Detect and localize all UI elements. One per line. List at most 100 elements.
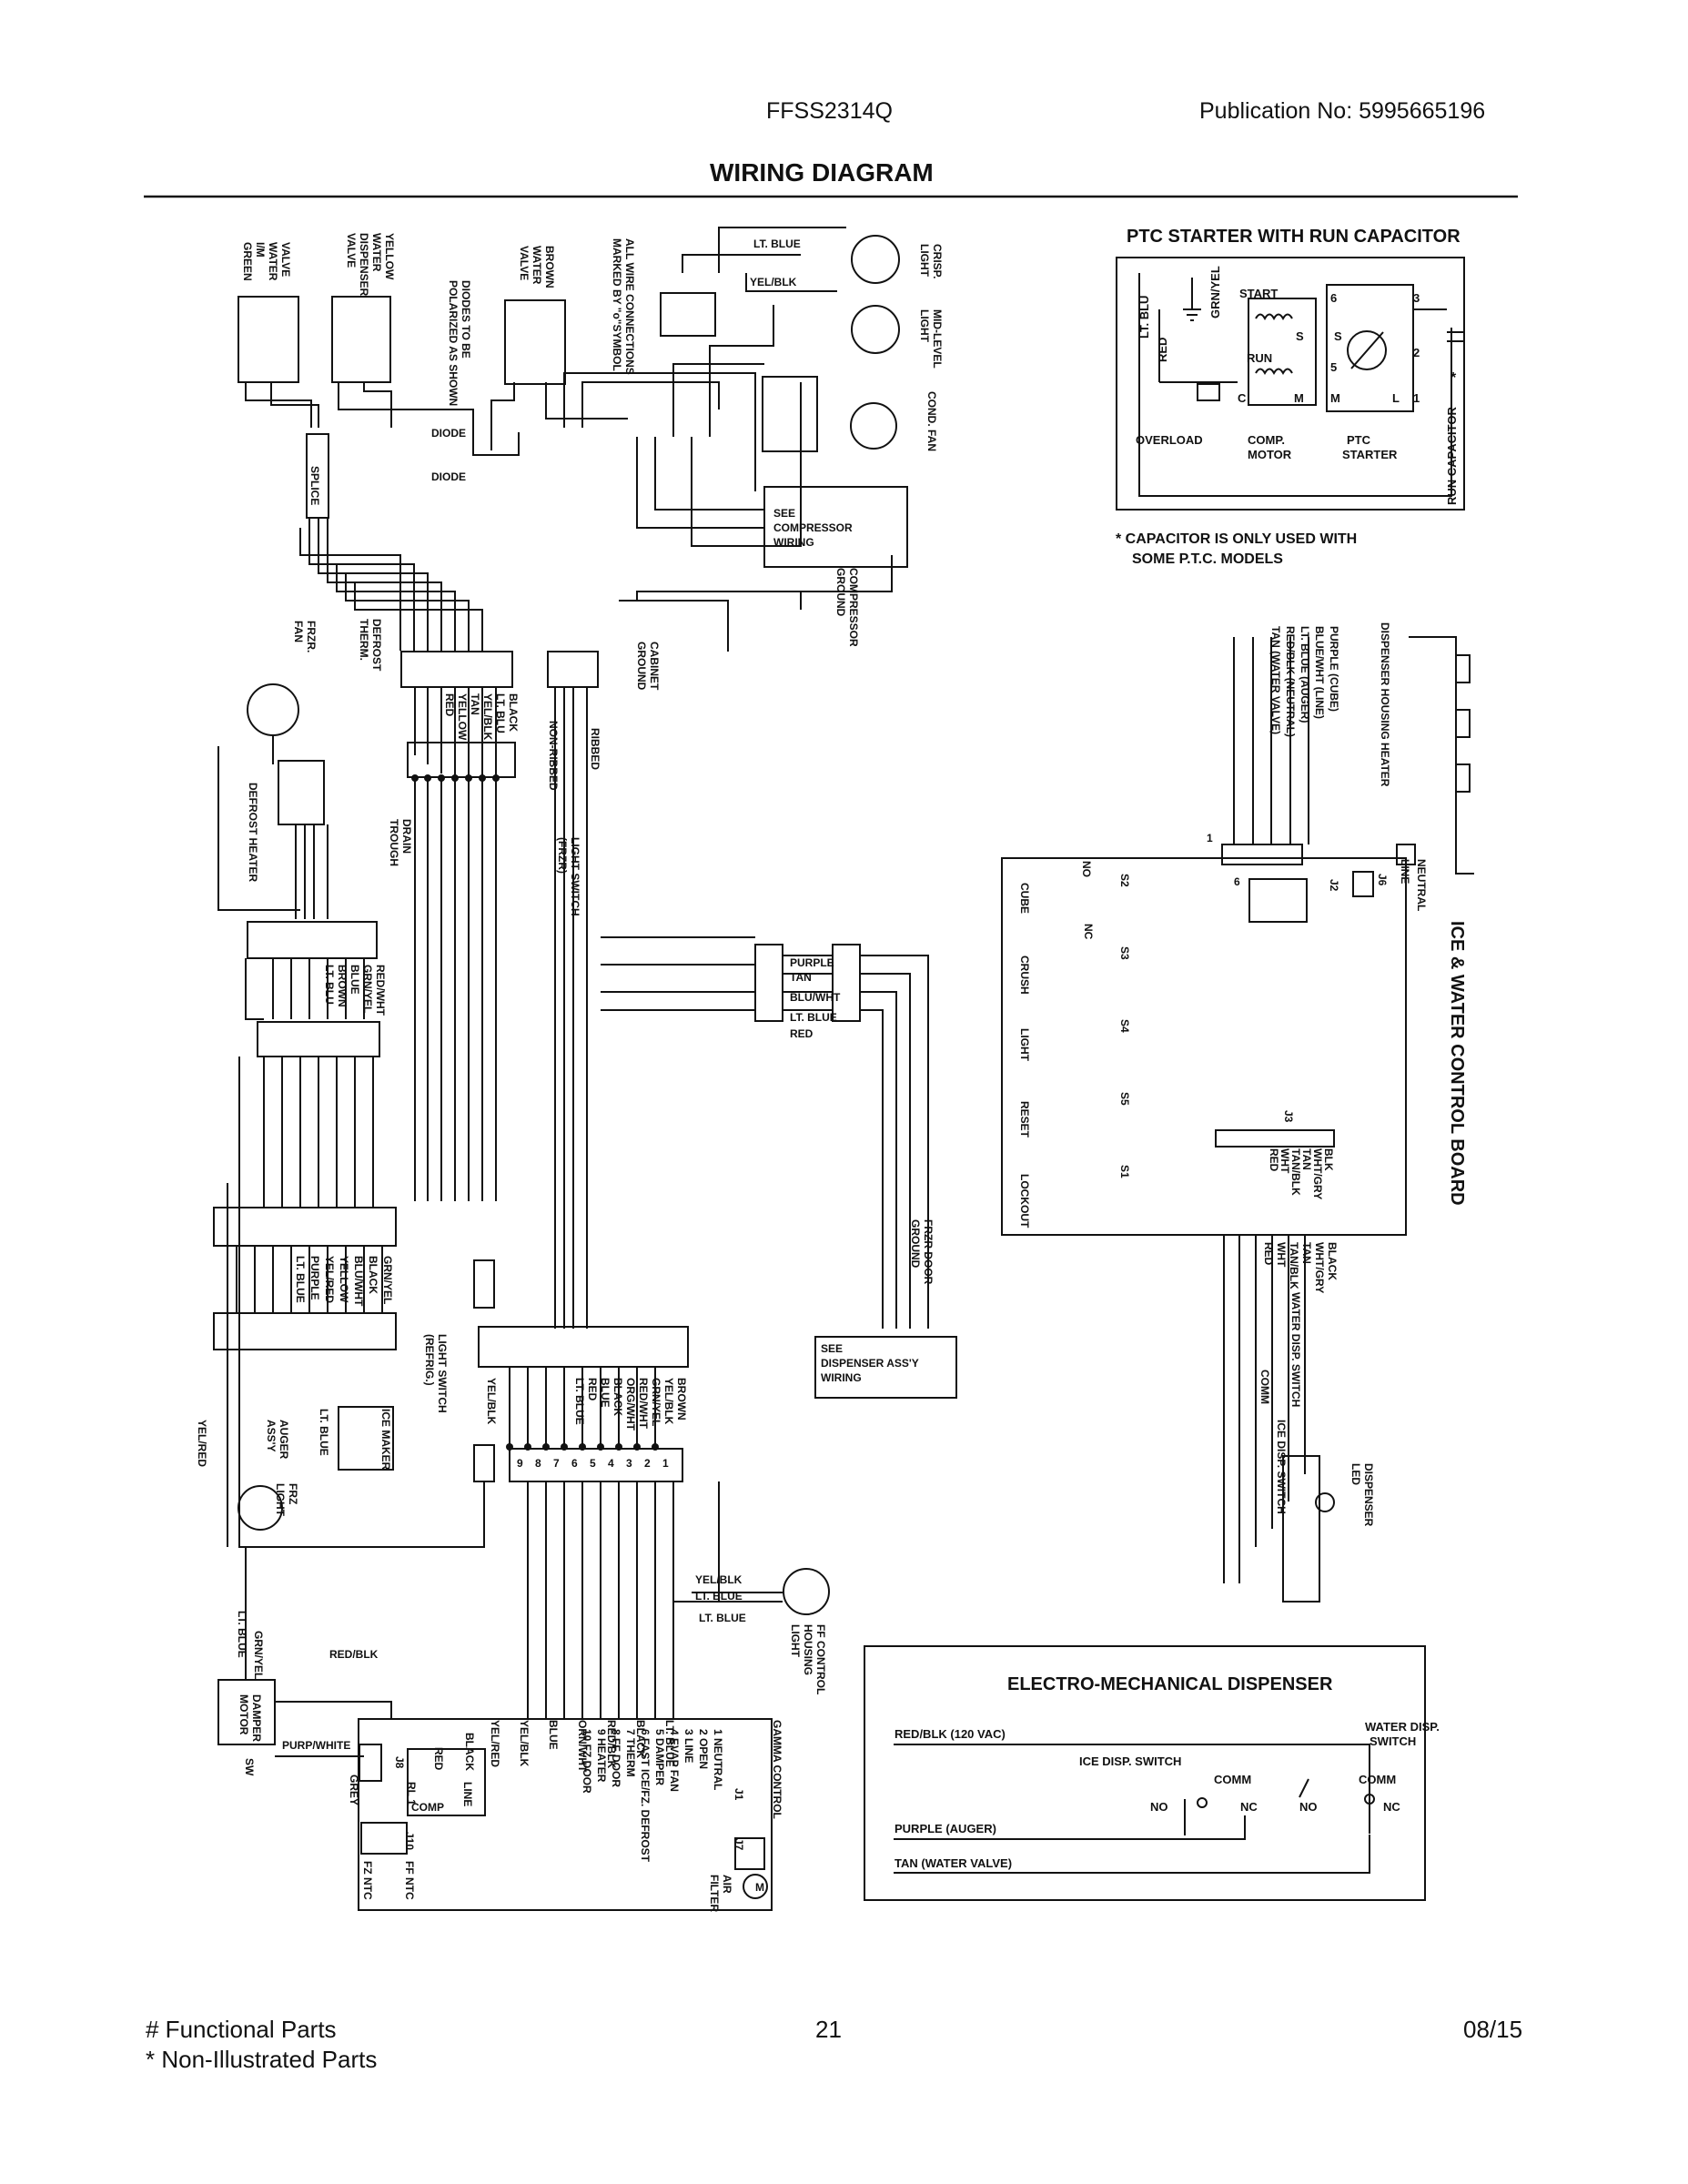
- left-labels-diodes-0-label: DIODES TO BE: [460, 280, 472, 359]
- control-board-switches-3-id-label: S5: [1118, 1092, 1131, 1106]
- left-labels-gamma-pins-7-label: 8 FF DOOR: [610, 1729, 622, 1787]
- left-labels-conn4-wires-2-label: GRN/YEL: [650, 1378, 662, 1426]
- electro-nc-label: NC: [1240, 1800, 1258, 1814]
- left-labels-mid-wires-3-label: LT. BLUE: [790, 1011, 837, 1024]
- left-labels-ff-ntc-label: FF NTC: [403, 1861, 416, 1900]
- left-labels-brown-valve-1-label: WATER: [531, 246, 543, 285]
- left-labels-line-label: LINE: [461, 1782, 474, 1806]
- control-board-out-wires-2-label: TAN: [1300, 1242, 1313, 1264]
- left-labels-see-dispenser-1-label: DISPENSER ASS'Y: [821, 1357, 919, 1370]
- control-board-line-label: LINE: [1399, 859, 1411, 884]
- left-labels-gamma-pins-8-label: 9 HEATER: [595, 1729, 608, 1783]
- ptc-panel-labels-run-cap-label: RUN CAPACITOR: [1445, 407, 1459, 505]
- ptc-panel-labels-t1-label: 1: [1413, 391, 1420, 405]
- control-board-switches-2-name-label: LIGHT: [1018, 1028, 1031, 1062]
- left-labels-gamma-pins-3-label: 4 EVAP FAN: [668, 1729, 681, 1792]
- control-board-j6-label: J6: [1376, 874, 1389, 886]
- left-labels-ice-maker-label: ICE MAKER: [379, 1409, 392, 1471]
- left-labels-conn1-wires-1-label: LT. BLU: [494, 693, 507, 733]
- left-labels-pins-4-label: 5: [590, 1457, 596, 1470]
- ptc-panel-labels-c-label: C: [1238, 391, 1247, 405]
- left-labels-brown-valve-2-label: VALVE: [518, 246, 531, 280]
- left-labels-frzr-door-ground-0-label: FRZR DOOR: [922, 1219, 935, 1285]
- control-board-j3-wires-2-label: TAN: [1300, 1148, 1313, 1170]
- left-labels-pins-5-label: 4: [608, 1457, 614, 1470]
- left-labels-j10-label: J10: [403, 1832, 416, 1850]
- left-labels-conn3-wires-2-label: BLU/WHT: [352, 1256, 365, 1307]
- left-labels-all-wire-0-label: ALL WIRE CONNECTIONS: [623, 238, 636, 375]
- ptc-panel-labels-s1-label: S: [1296, 329, 1304, 343]
- left-labels-green-valve-1-label: I/M: [254, 242, 267, 258]
- control-board-one-label: 1: [1207, 832, 1213, 844]
- ptc-panel-labels-ptc-1-label: PTC: [1347, 433, 1371, 447]
- left-labels-frz-light-1-label: LIGHT: [274, 1483, 287, 1517]
- control-board-neutral-label: NEUTRAL: [1415, 859, 1428, 911]
- left-labels-damper-1-label: MOTOR: [238, 1694, 250, 1735]
- left-labels-diodes-1-label: POLARIZED AS SHOWN: [447, 280, 460, 406]
- control-board-switches-1-name-label: CRUSH: [1018, 956, 1031, 995]
- left-labels-lt-blue5-label: LT. BLUE: [236, 1611, 248, 1658]
- electro-no-label: NO: [1299, 1800, 1318, 1814]
- left-labels-gamma-pins-5-label: 6 FAST ICE/FZ. DEFROST: [639, 1729, 652, 1863]
- left-labels-see-dispenser-0-label: SEE: [821, 1342, 843, 1355]
- left-labels-gamma-label: GAMMA CONTROL: [771, 1720, 783, 1819]
- ptc-panel-labels-t6-label: 6: [1330, 291, 1337, 305]
- left-labels-pins-1-label: 8: [535, 1457, 541, 1470]
- left-labels-gamma-pins-4-label: 5 DAMPER: [653, 1729, 666, 1785]
- left-labels-j1-label: J1: [733, 1788, 745, 1801]
- left-labels-mid-wires-1-label: TAN: [790, 971, 812, 984]
- left-labels-green-valve-2-label: WATER: [267, 242, 279, 281]
- electro-panel-frame: [864, 1645, 1426, 1901]
- left-labels-conn4-wires-1-label: YEL/BLK: [662, 1378, 675, 1425]
- control-board-wires-1-label: BLUE/WHT (LINE): [1313, 626, 1326, 719]
- left-labels-gamma-wire-cols-2-label: RED/BLK: [605, 1720, 618, 1769]
- left-labels-yellow-valve-3-label: VALVE: [345, 233, 358, 268]
- left-labels-air-filter-1-label: FILTER: [708, 1875, 721, 1912]
- left-labels-lb3-label: LT. BLUE: [695, 1590, 743, 1603]
- left-labels-conn4-wires-8-label: LT. BLUE: [573, 1378, 586, 1425]
- electro-water-disp-1-label: SWITCH: [1370, 1734, 1416, 1748]
- left-labels-ff-light-1-label: HOUSING: [802, 1624, 814, 1675]
- left-labels-frz-light-0-label: FRZ: [287, 1483, 299, 1504]
- control-board-wires-4-label: TAN (WATER VALVE): [1269, 626, 1282, 734]
- left-labels-pins-7-label: 2: [644, 1457, 651, 1470]
- ptc-panel-labels-l-label: L: [1392, 391, 1400, 405]
- left-labels-conn3-wires-0-label: GRN/YEL: [381, 1256, 394, 1304]
- control-board-comm-label: COMM: [1258, 1370, 1271, 1404]
- control-board-switches-4-name-label: LOCKOUT: [1018, 1174, 1031, 1228]
- control-board-ice-switch-label: ICE DISP. SWITCH: [1275, 1420, 1288, 1514]
- left-labels-yellow-valve-2-label: DISPENSER: [358, 233, 370, 297]
- left-labels-cond-fan-label: COND. FAN: [925, 391, 938, 451]
- ptc-panel-labels-lt-blu-label: LT. BLU: [1137, 296, 1151, 339]
- control-board-switches-1-id-label: S3: [1118, 946, 1131, 960]
- control-board-no-label: NO: [1080, 861, 1093, 877]
- left-labels-conn4-wires-4-label: ORG/WHT: [624, 1378, 637, 1431]
- control-board-six-label: 6: [1234, 875, 1240, 888]
- control-board-j3-wires-3-label: TAN/BLK: [1289, 1148, 1302, 1196]
- left-labels-frzr-door-ground-1-label: GROUND: [909, 1219, 922, 1269]
- ptc-panel-labels-red-label: RED: [1156, 338, 1169, 362]
- ptc-panel-labels-comp-motor-2-label: MOTOR: [1248, 448, 1292, 461]
- electro-red-blk-label: RED/BLK (120 VAC): [895, 1727, 1006, 1741]
- control-board-j2-label: J2: [1328, 879, 1340, 892]
- left-labels-sw-label: SW: [243, 1758, 256, 1776]
- left-labels-gamma-pins-2-label: 3 LINE: [682, 1729, 695, 1763]
- left-labels-conn1-wires-0-label: BLACK: [507, 693, 520, 732]
- control-board-title: ICE & WATER CONTROL BOARD: [1447, 921, 1467, 1206]
- left-labels-red2-label: RED: [432, 1747, 445, 1771]
- control-board-switches-2-id-label: S4: [1118, 1019, 1131, 1033]
- electro-tan-label: TAN (WATER VALVE): [895, 1856, 1012, 1870]
- control-board-switches-0-id-label: S2: [1118, 874, 1131, 887]
- left-labels-crisp-light-0-label: CRISP.: [931, 244, 944, 278]
- electro-comm-label: COMM: [1214, 1773, 1251, 1786]
- left-labels-m-label: M: [755, 1881, 764, 1894]
- left-labels-gamma-wire-cols-6-label: YEL/RED: [489, 1720, 501, 1767]
- ptc-panel-note-2-label: SOME P.T.C. MODELS: [1132, 551, 1283, 567]
- control-board-j3-wires-0-label: BLK: [1322, 1148, 1335, 1171]
- left-labels-red-blk-label: RED/BLK: [329, 1648, 379, 1661]
- ptc-panel-labels-star-label: *: [1450, 370, 1457, 386]
- left-labels-yel-blk2-label: YEL/BLK: [485, 1378, 498, 1425]
- left-labels-fz-ntc-label: FZ NTC: [361, 1861, 374, 1900]
- left-labels-conn2-wires-2-label: BLUE: [349, 965, 361, 995]
- left-labels-drain-1-label: TROUGH: [388, 819, 400, 866]
